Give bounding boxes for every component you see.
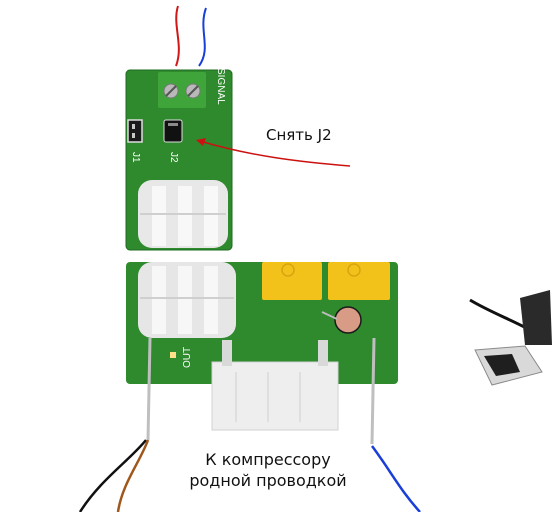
jumper-j1 bbox=[127, 119, 143, 143]
output-connector bbox=[211, 340, 339, 431]
inset-photo bbox=[460, 266, 552, 408]
annotation-compressor: К компрессору родной проводкой bbox=[168, 449, 368, 491]
heatsink-upper bbox=[138, 180, 228, 248]
silkscreen-out: OUT bbox=[182, 347, 193, 368]
relay-right bbox=[328, 262, 390, 300]
heatsink-lower bbox=[138, 262, 236, 338]
annotation-compressor-line2: родной проводкой bbox=[189, 471, 347, 490]
probe-left bbox=[146, 337, 152, 441]
silkscreen-j2: J2 bbox=[168, 152, 179, 163]
annotation-remove-j2: Снять J2 bbox=[266, 126, 332, 144]
wire-black-bottom bbox=[78, 439, 147, 512]
annotation-compressor-line1: К компрессору bbox=[205, 450, 331, 469]
silkscreen-signal: SIGNAL bbox=[215, 68, 226, 105]
relay-left bbox=[262, 262, 322, 300]
arrow-to-j2 bbox=[199, 140, 351, 167]
wire-blue-bottom bbox=[370, 445, 421, 512]
wire-blue-top bbox=[198, 7, 207, 67]
probe-right bbox=[370, 337, 376, 445]
terminal-block bbox=[158, 72, 206, 108]
wire-red-top bbox=[175, 5, 180, 67]
led-indicator bbox=[170, 352, 176, 358]
wire-brown-bottom bbox=[116, 439, 150, 512]
silkscreen-j1: J1 bbox=[130, 152, 141, 163]
ptc-thermistor bbox=[334, 306, 362, 334]
